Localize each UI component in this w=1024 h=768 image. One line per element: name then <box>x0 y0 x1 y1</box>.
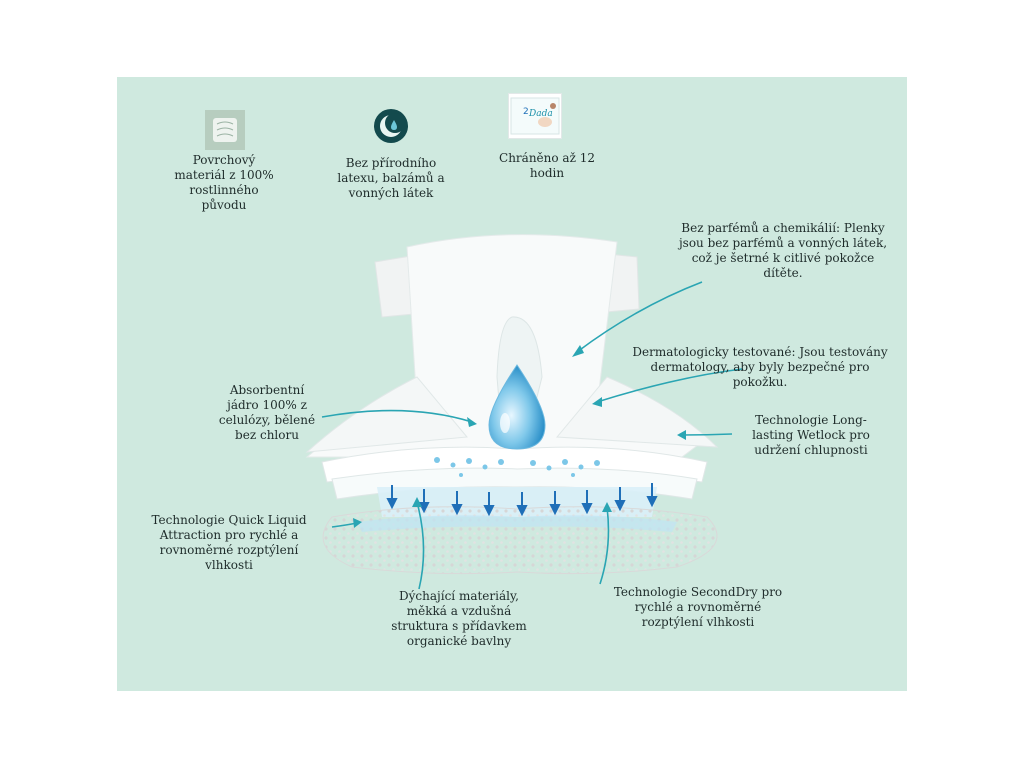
callout-seconddry: Technologie SecondDry pro rychlé a rovno… <box>613 585 783 629</box>
callout-arrowheads <box>353 345 686 528</box>
callout-quick-liquid: Technologie Quick Liquid Attraction pro … <box>151 513 307 572</box>
feature-no-latex-text: Bez přírodního latexu, balzámů a vonných… <box>337 156 445 200</box>
infographic-panel: 2 Dada Povrchový materiál z 100% rostlin… <box>117 77 907 691</box>
callout-dermatology: Dermatologicky testované: Jsou testovány… <box>632 345 888 389</box>
package-size-text: 2 <box>523 107 529 117</box>
down-arrows <box>386 483 658 517</box>
moisture-droplets <box>434 457 600 477</box>
package-brand-text: Dada <box>528 109 553 119</box>
feature-12-hours-text: Chráněno až 12 hodin <box>499 151 595 180</box>
feature-plant-material-text: Povrchový materiál z 100% rostlinného pů… <box>174 153 274 212</box>
diaper-illustration <box>305 234 743 590</box>
callout-absorbent-core: Absorbentní jádro 100% z celulózy, bělen… <box>218 383 316 442</box>
callout-breathable: Dýchající materiály, měkká a vzdušná str… <box>391 589 527 648</box>
callout-wetlock: Technologie Long-lasting Wetlock pro udr… <box>752 413 870 457</box>
callout-arrows <box>321 281 743 590</box>
diaper-package-icon: 2 Dada <box>508 93 562 139</box>
callout-perfume-free: Bez parfémů a chemikálií: Plenky jsou be… <box>678 221 888 280</box>
leaf-fabric-icon <box>205 110 245 150</box>
moon-drop-icon <box>371 106 411 146</box>
absorbent-core <box>322 506 718 575</box>
